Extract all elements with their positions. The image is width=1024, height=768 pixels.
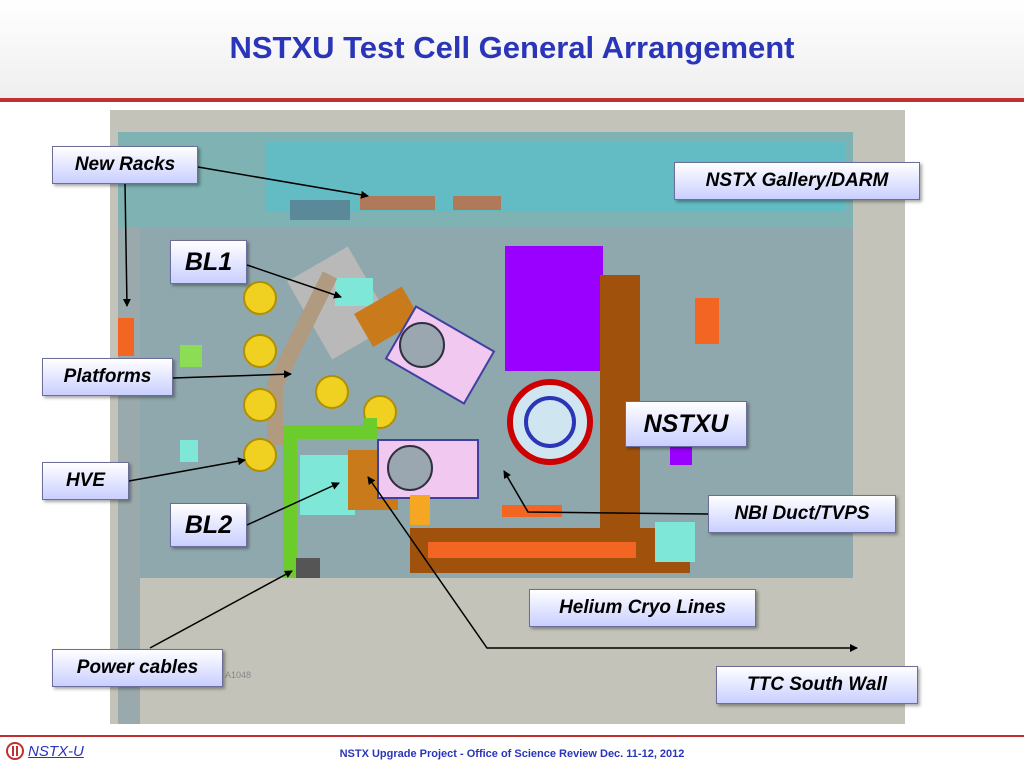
equipment-right bbox=[695, 298, 719, 344]
header-rule bbox=[0, 98, 1024, 102]
arrow-hve bbox=[128, 457, 246, 482]
platform-track bbox=[267, 271, 338, 445]
nstxu-inner-coil bbox=[524, 396, 576, 448]
cabinet-1 bbox=[180, 440, 198, 462]
hve-sphere-5 bbox=[315, 375, 349, 409]
slide-header bbox=[0, 0, 1024, 100]
arrow-ttc-south-wall bbox=[367, 476, 856, 649]
cryo-orange-block bbox=[410, 495, 430, 525]
arrow-platforms bbox=[172, 370, 292, 379]
callout-ttc-south-wall: TTC South Wall bbox=[716, 666, 918, 704]
new-rack-2 bbox=[453, 196, 501, 210]
arrow-new-racks-rack bbox=[122, 183, 131, 307]
callout-power-cables: Power cables bbox=[52, 649, 223, 687]
bl2-cyan-block bbox=[300, 455, 355, 515]
hve-sphere-3 bbox=[243, 388, 277, 422]
hve-sphere-1 bbox=[243, 281, 277, 315]
callout-hve: HVE bbox=[42, 462, 129, 500]
callout-new-racks: New Racks bbox=[52, 146, 198, 184]
footer-text: NSTX Upgrade Project - Office of Science… bbox=[339, 748, 685, 760]
gallery-panel bbox=[290, 200, 350, 220]
callout-bl1: BL1 bbox=[170, 240, 247, 284]
arrow-new-racks-gallery bbox=[197, 166, 369, 199]
callout-nbi-duct: NBI Duct/TVPS bbox=[708, 495, 896, 533]
purple-small bbox=[670, 445, 692, 465]
callout-helium-cryo: Helium Cryo Lines bbox=[529, 589, 756, 627]
hve-sphere-4 bbox=[243, 438, 277, 472]
arrow-nbi-duct bbox=[503, 470, 709, 515]
new-rack-1 bbox=[360, 196, 435, 210]
cryo-orange-strip bbox=[428, 542, 636, 558]
cabinet-right bbox=[655, 522, 695, 562]
callout-bl2: BL2 bbox=[170, 503, 247, 547]
drawing-number: A1048 bbox=[225, 670, 251, 680]
arrow-bl1 bbox=[246, 264, 342, 299]
arrow-power-cables bbox=[149, 570, 293, 649]
bl2-magnet bbox=[387, 445, 433, 491]
duct-orange bbox=[502, 505, 562, 517]
bl1-magnet bbox=[399, 322, 445, 368]
nstxu-purple-block bbox=[505, 246, 603, 371]
hve-sphere-2 bbox=[243, 334, 277, 368]
logo-text: NSTX-U bbox=[28, 742, 84, 760]
footer-rule bbox=[0, 735, 1024, 737]
arrow-bl2 bbox=[246, 482, 340, 526]
platform-marker-1 bbox=[180, 345, 202, 367]
nstx-logo-icon bbox=[6, 742, 24, 760]
footer-logo: NSTX-U bbox=[6, 742, 84, 760]
callout-platforms: Platforms bbox=[42, 358, 173, 396]
slide-title: NSTXU Test Cell General Arrangement bbox=[229, 30, 795, 65]
power-cable-tray bbox=[283, 418, 377, 600]
new-rack-3 bbox=[118, 318, 134, 356]
nstxu-vessel bbox=[507, 379, 593, 465]
callout-nstxu: NSTXU bbox=[625, 401, 747, 447]
callout-nstx-gallery: NSTX Gallery/DARM bbox=[674, 162, 920, 200]
bl1-ion-source bbox=[354, 286, 421, 347]
